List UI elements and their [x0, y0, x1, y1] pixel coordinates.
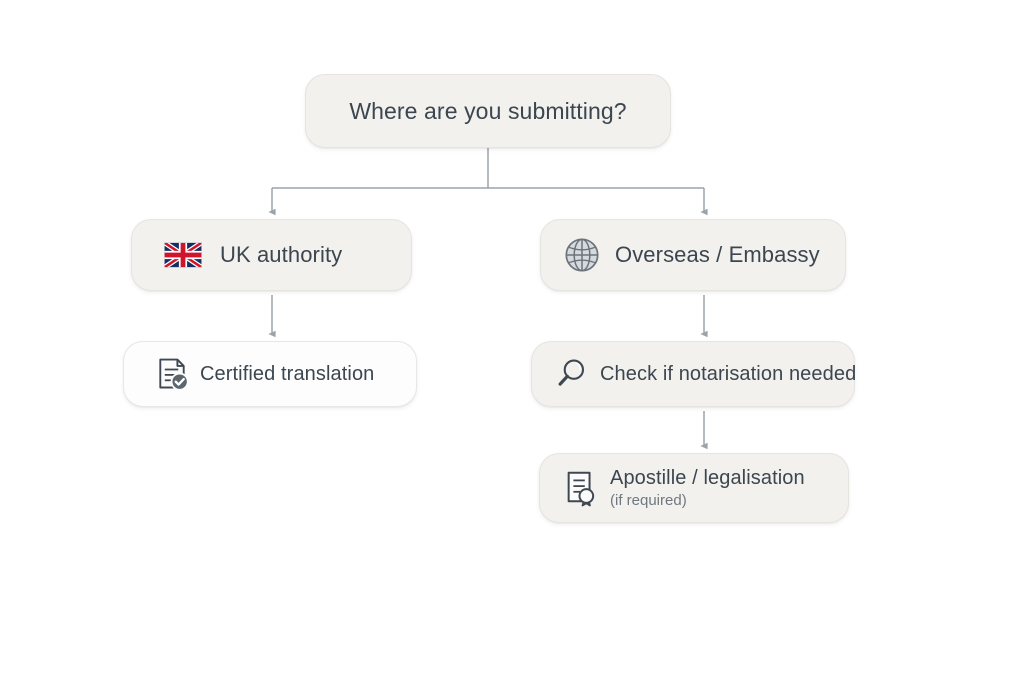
globe-icon	[563, 236, 601, 274]
uk-flag-icon	[164, 242, 202, 268]
document-seal-icon	[562, 469, 600, 507]
node-apostille-text-stack: Apostille / legalisation (if required)	[610, 467, 805, 509]
document-check-icon	[154, 356, 190, 392]
node-apostille-legalisation-sublabel: (if required)	[610, 491, 687, 509]
node-certified-translation-label: Certified translation	[200, 362, 375, 385]
node-check-notarisation-label: Check if notarisation needed	[600, 362, 857, 385]
node-certified-translation[interactable]: Certified translation	[123, 341, 417, 407]
node-overseas-embassy-label: Overseas / Embassy	[615, 242, 820, 267]
magnifier-icon	[552, 355, 590, 393]
node-uk-authority[interactable]: UK authority	[131, 219, 412, 291]
node-root-question[interactable]: Where are you submitting?	[305, 74, 671, 148]
node-uk-authority-label: UK authority	[220, 242, 343, 267]
node-apostille-legalisation[interactable]: Apostille / legalisation (if required)	[539, 453, 849, 523]
node-overseas-embassy[interactable]: Overseas / Embassy	[540, 219, 846, 291]
node-root-label: Where are you submitting?	[349, 97, 627, 124]
node-apostille-legalisation-label: Apostille / legalisation	[610, 466, 805, 489]
node-check-notarisation[interactable]: Check if notarisation needed	[531, 341, 857, 407]
